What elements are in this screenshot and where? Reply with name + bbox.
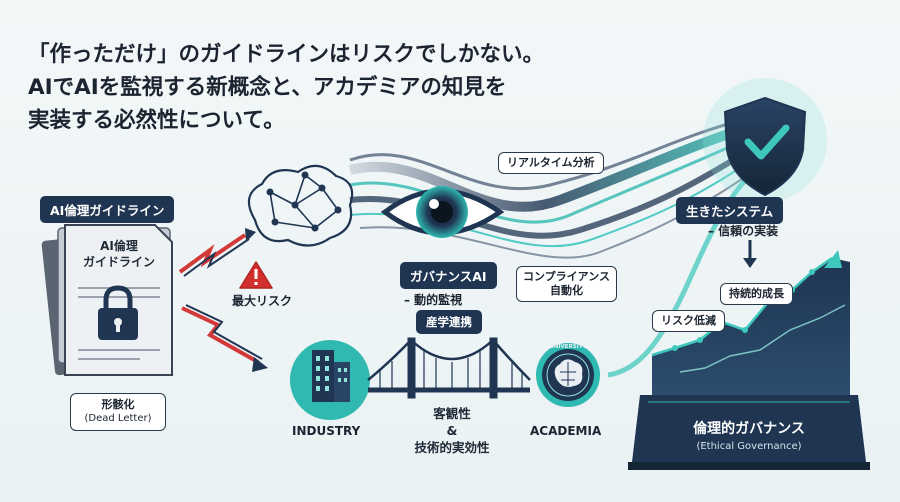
university-seal-icon [536, 343, 600, 407]
collaboration-tag: 産学連携 [416, 310, 482, 334]
living-system-desc: – 信頼の実装 [708, 224, 779, 238]
dead-letter-title: 形骸化 [101, 398, 135, 411]
industry-building-icon [290, 340, 370, 420]
university-seal-text: UNIVERSITY [549, 344, 587, 350]
ethical-governance-subtitle: (Ethical Governance) [696, 441, 802, 452]
sustainable-growth-label: 持続的成長 [720, 283, 793, 305]
ethical-governance-title: 倫理的ガバナンス [693, 421, 805, 437]
dead-letter-label: 形骸化 (Dead Letter) [70, 393, 166, 431]
down-arrow-icon [743, 240, 757, 268]
ethical-governance-label: 倫理的ガバナンス (Ethical Governance) [640, 420, 858, 456]
lock-icon [98, 285, 138, 340]
ampersand: & [446, 423, 458, 438]
headline-line-1: 「作っただけ」のガイドラインはリスクでしかない。 [28, 42, 545, 67]
document-title-line-2: ガイドライン [82, 255, 155, 269]
compliance-line-1: コンプライアンス [523, 270, 611, 283]
technical-effectiveness-label: 技術的実効性 [414, 440, 490, 455]
risk-reduction-label: リスク低減 [652, 310, 725, 332]
guideline-document-icon [41, 224, 173, 376]
pedestal-base [628, 395, 870, 470]
academia-label: ACADEMIA [530, 424, 602, 438]
neural-network-icon [247, 164, 354, 247]
living-system-tag: 生きたシステム [676, 197, 784, 224]
objectivity-label: 客観性 [433, 406, 471, 421]
max-risk-label: 最大リスク [232, 294, 293, 308]
shield-check-icon [703, 78, 827, 202]
compliance-line-2: 自動化 [550, 284, 583, 297]
dead-letter-subtitle: (Dead Letter) [84, 413, 152, 424]
eye-icon [380, 186, 505, 238]
headline-line-3: 実装する必然性について。 [28, 108, 285, 133]
compliance-automation-label: コンプライアンス 自動化 [516, 266, 618, 302]
document-title: AI倫理 ガイドライン [64, 238, 174, 270]
risk-lightning-arrows [178, 228, 268, 372]
headline: 「作っただけ」のガイドラインはリスクでしかない。 AIでAIを監視する新概念と、… [28, 38, 648, 137]
realtime-analysis-label: リアルタイム分析 [498, 152, 604, 174]
warning-icon [239, 261, 273, 289]
collaboration-value: 客観性 & 技術的実効性 [392, 405, 512, 456]
guideline-tag: AI倫理ガイドライン [40, 196, 175, 223]
governance-ai-tag: ガバナンスAI [400, 262, 497, 289]
document-title-line-1: AI倫理 [100, 239, 138, 253]
governance-ai-desc: – 動的監視 [404, 293, 463, 307]
bridge-icon [367, 337, 531, 399]
headline-line-2: AIでAIを監視する新概念と、アカデミアの知見を [28, 75, 507, 100]
industry-label: INDUSTRY [292, 424, 361, 438]
